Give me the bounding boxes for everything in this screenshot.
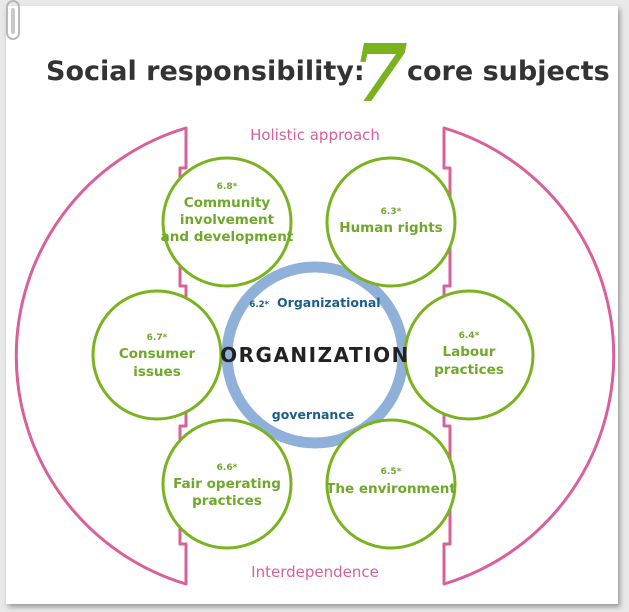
subject-line: involvement [180,212,275,228]
subject-code: 6.6* [217,463,238,473]
governance-top-text: Organizational [277,295,381,310]
subject-line: Human rights [339,220,442,236]
subject-line: Labour [443,344,496,360]
subject-circle-labour [403,289,535,421]
title-prefix: Social responsibility: [46,56,365,87]
diagram-card [6,6,618,604]
subject-circle-fair-operating [161,418,293,550]
subject-human-rights: 6.3* Human rights [339,207,442,236]
subject-line: The environment [326,481,456,497]
frame-right-arc [442,126,616,586]
subject-code: 6.4* [459,331,480,341]
governance-bottom-text: governance [272,407,354,422]
subject-line: Community [184,195,271,211]
subject-code: 6.3* [381,207,402,217]
subject-line: and development [161,229,294,245]
subject-code: 6.7* [147,333,168,343]
subject-code: 6.5* [381,467,402,477]
subject-circle-environment [325,418,457,550]
governance-ring [221,261,409,449]
title-suffix: core subjects [407,56,610,87]
subject-line: Consumer [119,346,196,362]
title-number: 7 [352,26,408,120]
diagram-title: Social responsibility: 7 core subjects [0,26,629,122]
frame-left-arc [14,126,188,586]
interdependence-label: Interdependence [251,563,379,581]
subject-circle-human-rights [325,156,457,288]
subject-circle-community [161,156,293,288]
subject-circle-consumer [91,289,223,421]
subject-line: Fair operating [173,476,281,492]
organization-label: ORGANIZATION [220,343,410,367]
organizational-governance-top: 6.2* Organizational [249,292,380,311]
subject-line: issues [133,364,181,380]
paperclip-icon [6,0,20,40]
holistic-approach-label: Holistic approach [250,126,380,144]
subject-line: practices [434,362,504,378]
subject-circles [91,156,535,550]
governance-code: 6.2* [249,300,269,310]
subject-labour-practices: 6.4* Labour practices [434,331,504,378]
subject-environment: 6.5* The environment [326,467,456,497]
subject-fair-operating: 6.6* Fair operating practices [173,463,281,509]
subject-consumer-issues: 6.7* Consumer issues [119,333,196,380]
subject-code: 6.8* [217,182,238,192]
subject-community: 6.8* Community involvement and developme… [161,182,294,245]
subject-line: practices [192,493,262,509]
